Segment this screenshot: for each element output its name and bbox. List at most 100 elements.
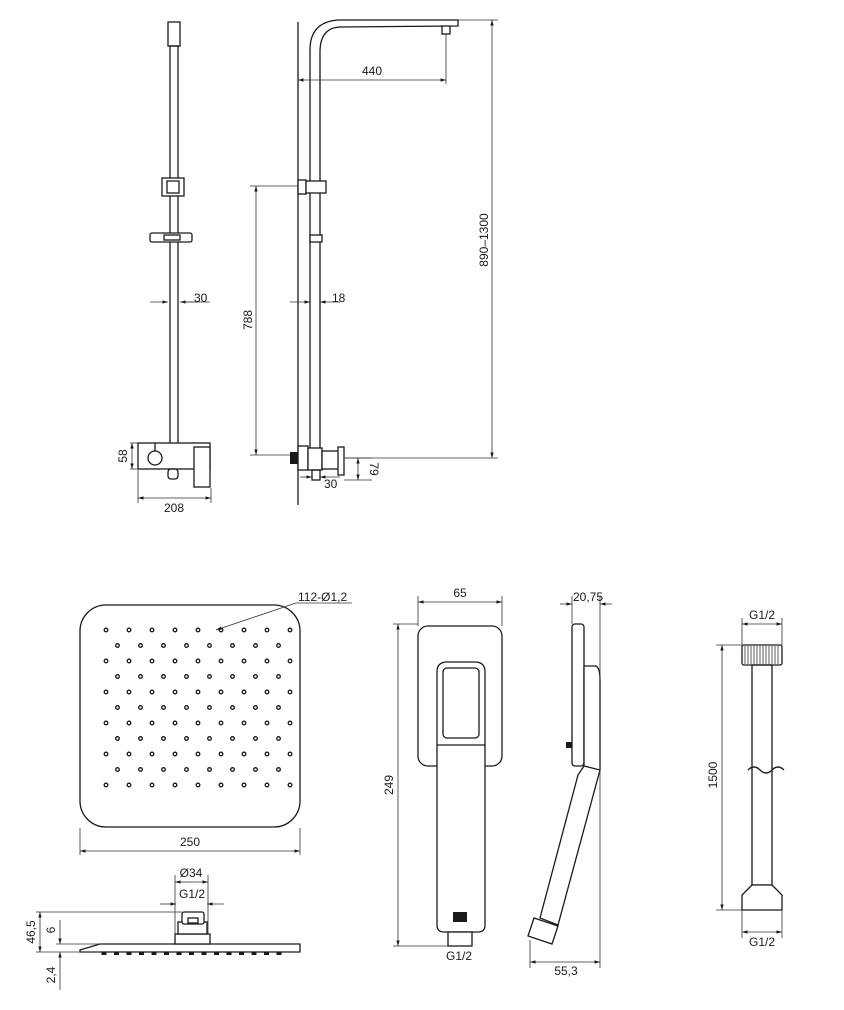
nozzle — [149, 782, 155, 788]
nozzle — [161, 767, 166, 772]
column-front-view: 30 58 208 — [116, 21, 212, 515]
nozzle-tip — [126, 952, 132, 955]
nozzle — [126, 782, 132, 788]
dim-total-height: 46,5 — [24, 920, 38, 944]
nozzle — [161, 643, 166, 648]
nozzle — [287, 720, 293, 726]
nozzle — [126, 751, 132, 757]
nozzle — [184, 736, 189, 741]
nozzle-tip — [214, 952, 219, 955]
nozzle — [184, 705, 189, 710]
nozzle — [241, 689, 247, 695]
nozzle — [287, 751, 293, 757]
overhead-shower-plan: 112-Ø1,2 250 — [79, 590, 352, 855]
nozzle — [149, 751, 155, 757]
dim-mixer-height: 58 — [116, 449, 130, 463]
nozzle-tip — [176, 952, 182, 955]
dim-height-range: 890–1300 — [477, 213, 491, 267]
nozzle — [287, 689, 293, 695]
nozzle — [276, 767, 281, 772]
nozzle — [218, 689, 224, 695]
nozzle — [253, 736, 258, 741]
nozzle — [207, 736, 212, 741]
nozzle — [172, 689, 178, 695]
nozzle — [230, 643, 235, 648]
nozzle — [172, 782, 178, 788]
nozzle — [276, 705, 281, 710]
dim-rail-depth: 18 — [332, 291, 346, 305]
dim-hose-length: 1500 — [706, 761, 720, 788]
nozzle-tip — [239, 952, 244, 955]
dim-plate-thickness: 2,4 — [44, 966, 58, 983]
nozzle — [264, 658, 270, 664]
nozzle — [172, 658, 178, 664]
nozzle — [103, 689, 109, 695]
nozzle — [264, 751, 270, 757]
nozzle — [138, 674, 143, 679]
dim-hand-width: 65 — [453, 586, 467, 600]
nozzle — [149, 658, 155, 664]
nozzle-tip — [226, 952, 232, 955]
nozzle — [115, 736, 120, 741]
nozzle — [195, 782, 201, 788]
nozzle-tip — [251, 952, 257, 955]
nozzle — [115, 674, 120, 679]
nozzle — [241, 720, 247, 726]
nozzle — [276, 736, 281, 741]
nozzle — [184, 643, 189, 648]
nozzle — [126, 627, 132, 633]
nozzle — [195, 689, 201, 695]
hand-shower-side: 20,75 55,3 — [527, 590, 612, 978]
nozzle — [103, 720, 109, 726]
nozzle — [264, 689, 270, 695]
dim-mixer-depth: 79 — [367, 462, 381, 476]
overhead-shower-side: Ø34 G1/2 46,5 6 2,4 — [24, 866, 301, 990]
nozzle — [276, 674, 281, 679]
nozzle-tip — [189, 952, 194, 955]
nozzle — [241, 782, 247, 788]
nozzle — [264, 720, 270, 726]
nozzle — [103, 751, 109, 757]
dim-hand-thread: G1/2 — [446, 949, 472, 963]
nozzle — [218, 782, 224, 788]
nozzle — [184, 767, 189, 772]
nozzle — [195, 751, 201, 757]
nozzle — [126, 720, 132, 726]
dim-nozzles: 112-Ø1,2 — [298, 590, 347, 604]
dim-thread-bottom: G1/2 — [749, 935, 775, 949]
nozzle — [103, 627, 109, 633]
nozzle — [138, 736, 143, 741]
nozzle-grid — [103, 627, 293, 788]
nozzle — [195, 627, 201, 633]
nozzle — [207, 767, 212, 772]
nozzle — [287, 627, 293, 633]
nozzle — [161, 674, 166, 679]
nozzle — [287, 658, 293, 664]
nozzle — [207, 674, 212, 679]
nozzle-tip — [201, 952, 207, 955]
shower-hose: G1/2 1500 G1/2 — [706, 608, 785, 949]
nozzle — [149, 689, 155, 695]
dim-arm-reach: 440 — [362, 64, 382, 78]
nozzle — [172, 627, 178, 633]
nozzle — [253, 643, 258, 648]
dim-hand-length: 249 — [382, 775, 396, 795]
nozzle — [218, 720, 224, 726]
nozzle — [195, 720, 201, 726]
nozzle — [103, 658, 109, 664]
dim-mixer-offset: 30 — [324, 477, 338, 491]
nozzle — [276, 643, 281, 648]
nozzle — [161, 736, 166, 741]
nozzle — [161, 705, 166, 710]
nozzle — [207, 705, 212, 710]
nozzle — [264, 627, 270, 633]
nozzle — [138, 767, 143, 772]
nozzle — [230, 674, 235, 679]
nozzle — [184, 674, 189, 679]
dim-total-depth: 55,3 — [554, 964, 578, 978]
nozzle — [218, 751, 224, 757]
nozzle — [138, 705, 143, 710]
nozzle — [253, 767, 258, 772]
nozzle — [207, 643, 212, 648]
